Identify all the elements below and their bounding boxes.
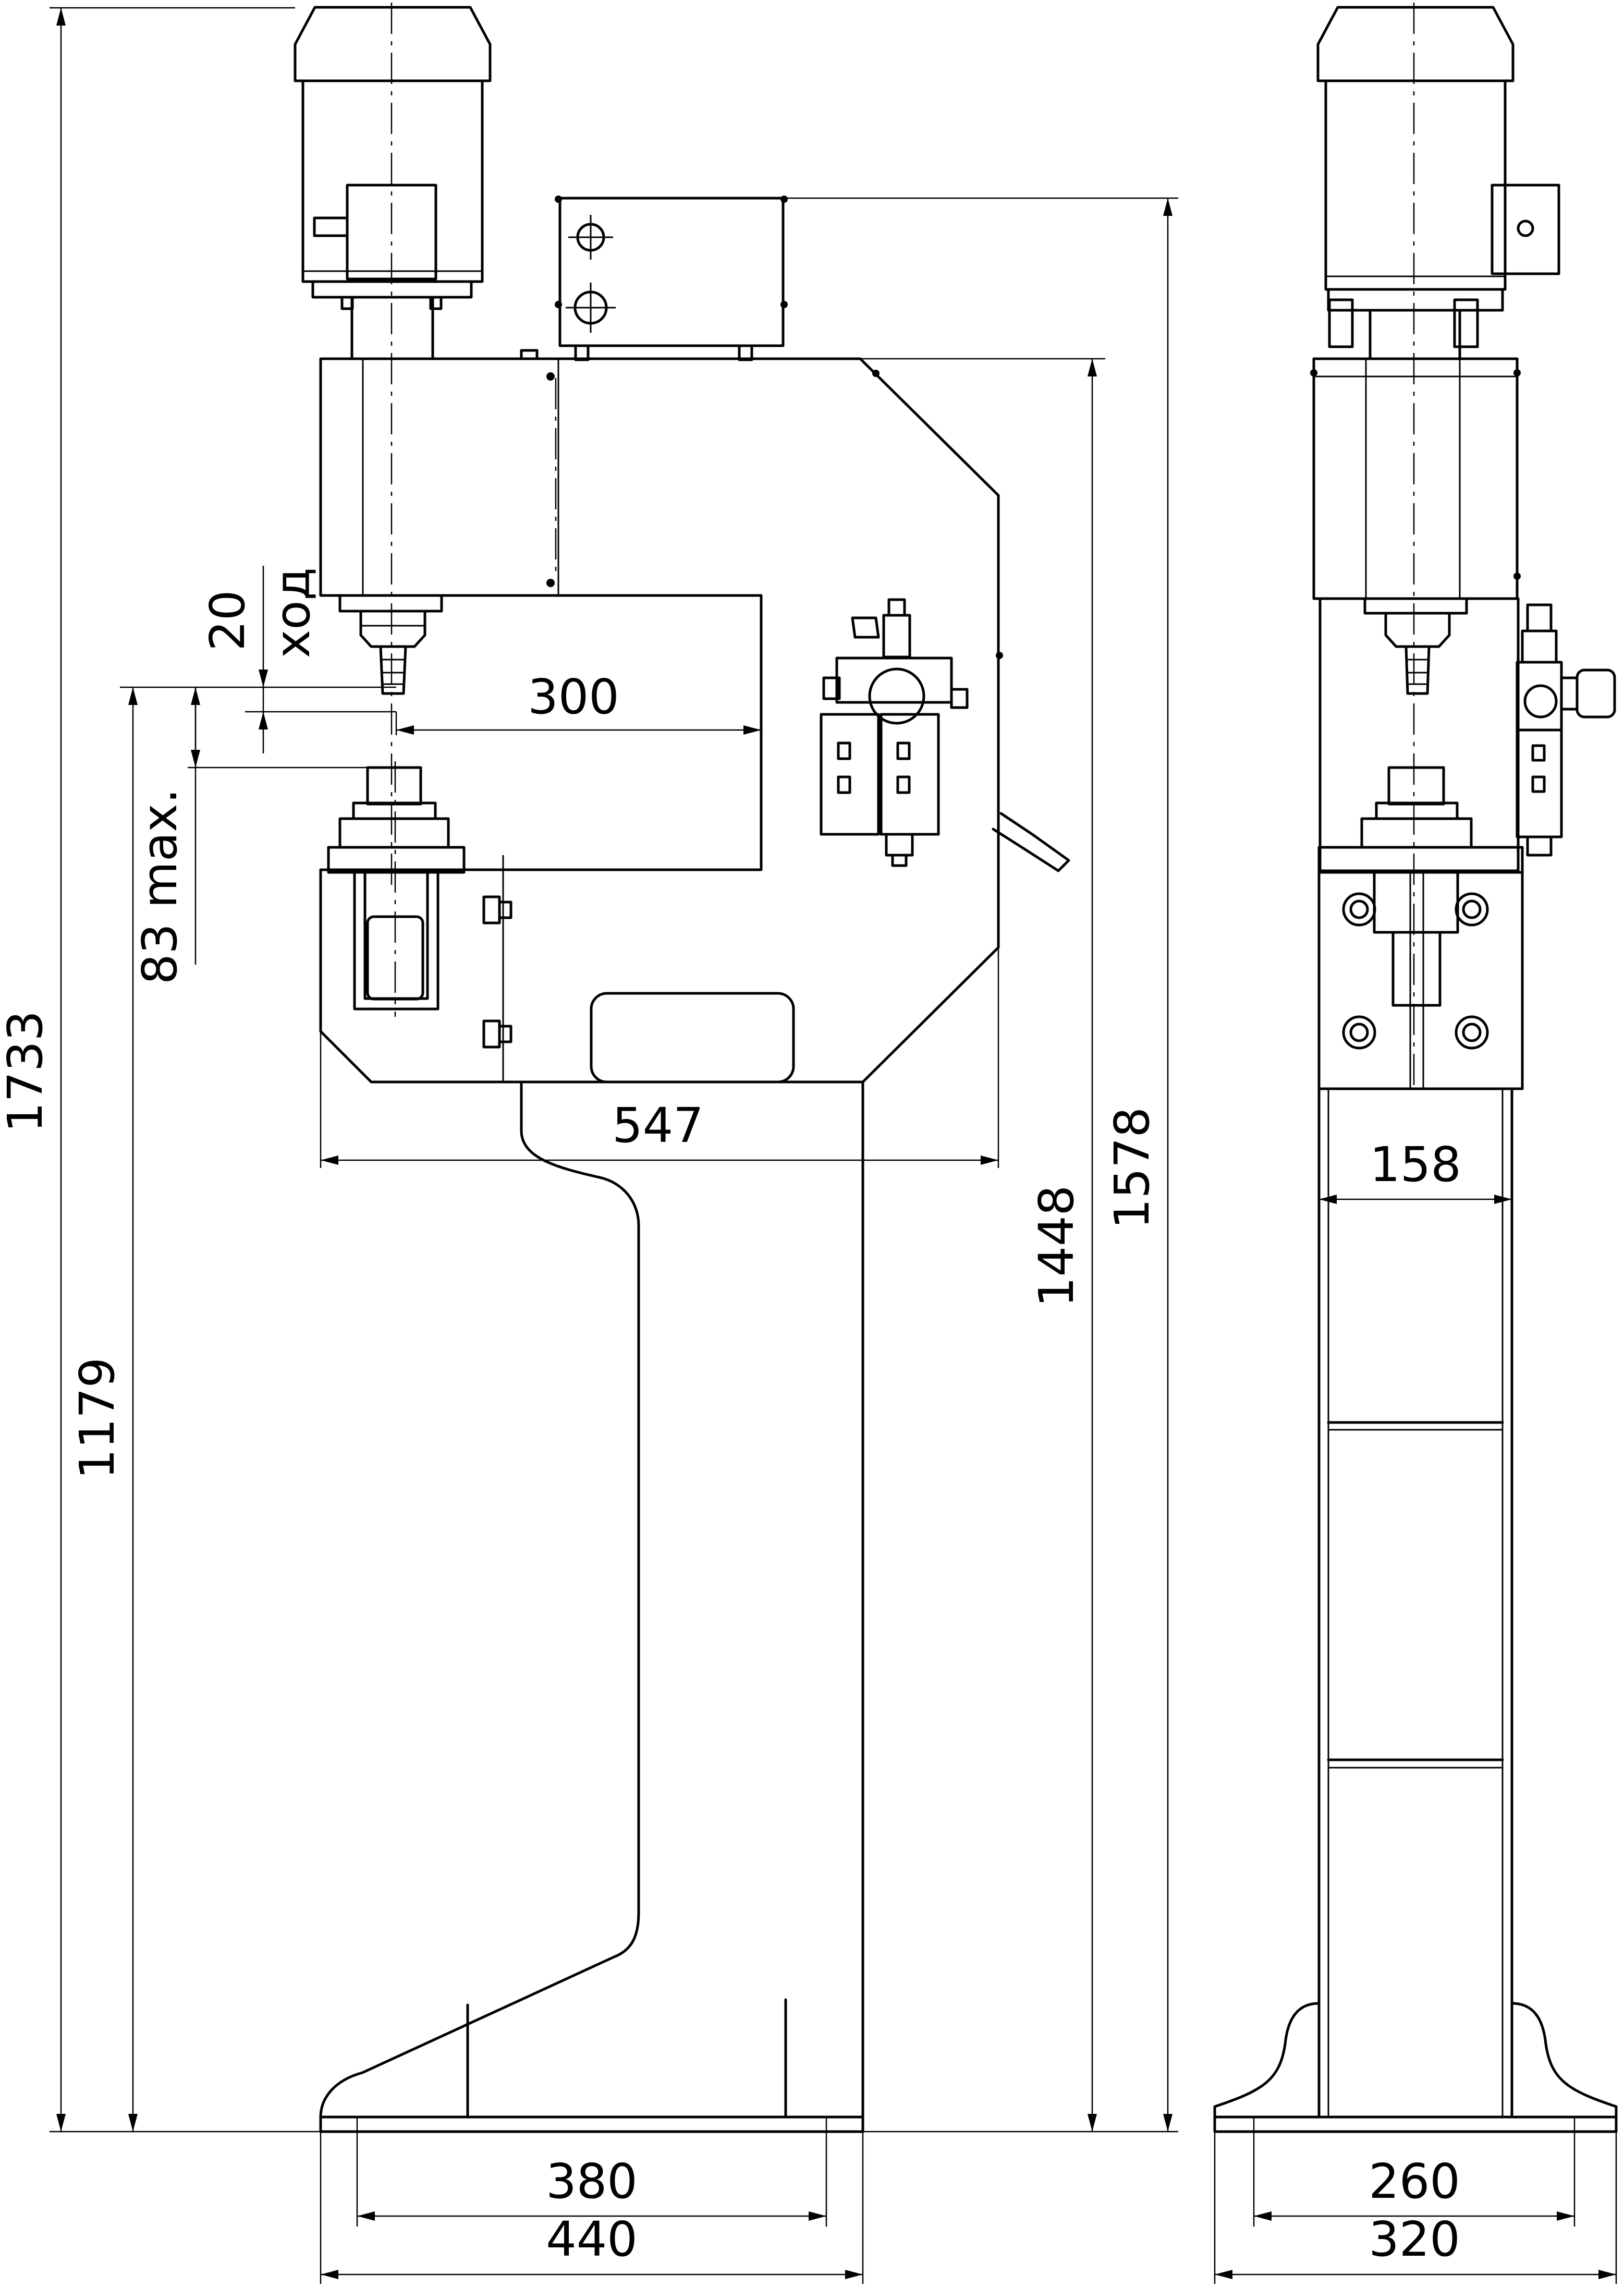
dim-overall-height: 1733 xyxy=(0,1011,53,1133)
side-view xyxy=(1213,3,1618,2133)
dim-stroke: 20 xyxy=(200,590,255,651)
dim-base-outer-side: 320 xyxy=(1369,2211,1460,2267)
dim-base-inner-front: 380 xyxy=(546,2154,638,2209)
dim-work-height: 1179 xyxy=(69,1357,125,1479)
dim-throat-depth: 300 xyxy=(528,669,619,725)
dimension-lines xyxy=(50,7,1617,2284)
front-stand xyxy=(319,1080,864,2133)
dim-top-height: 1578 xyxy=(1104,1107,1160,1229)
side-frame xyxy=(1310,357,1524,1090)
dim-max-gap: 83 max. xyxy=(132,788,188,984)
dim-stroke-label: ход xyxy=(265,567,321,658)
dim-column-width: 158 xyxy=(1370,1137,1461,1193)
front-motor xyxy=(294,6,492,360)
dim-frame-height: 1448 xyxy=(1029,1185,1084,1307)
side-motor xyxy=(1316,6,1560,360)
side-air-unit xyxy=(1516,603,1616,857)
front-punch xyxy=(338,594,443,695)
front-frame-head xyxy=(319,357,1003,1084)
dim-frame-depth: 547 xyxy=(612,1098,704,1153)
dim-base-outer-front: 440 xyxy=(546,2211,638,2267)
front-anvil xyxy=(327,761,512,1082)
dim-base-inner-side: 260 xyxy=(1369,2154,1460,2209)
air-preparation-unit xyxy=(820,598,1070,872)
dimension-labels: 1733 1179 83 max. 20 ход 1578 1448 300 5… xyxy=(0,567,1461,2267)
control-box xyxy=(520,196,788,361)
side-column xyxy=(1213,1087,1618,2133)
front-view xyxy=(294,3,1070,2133)
